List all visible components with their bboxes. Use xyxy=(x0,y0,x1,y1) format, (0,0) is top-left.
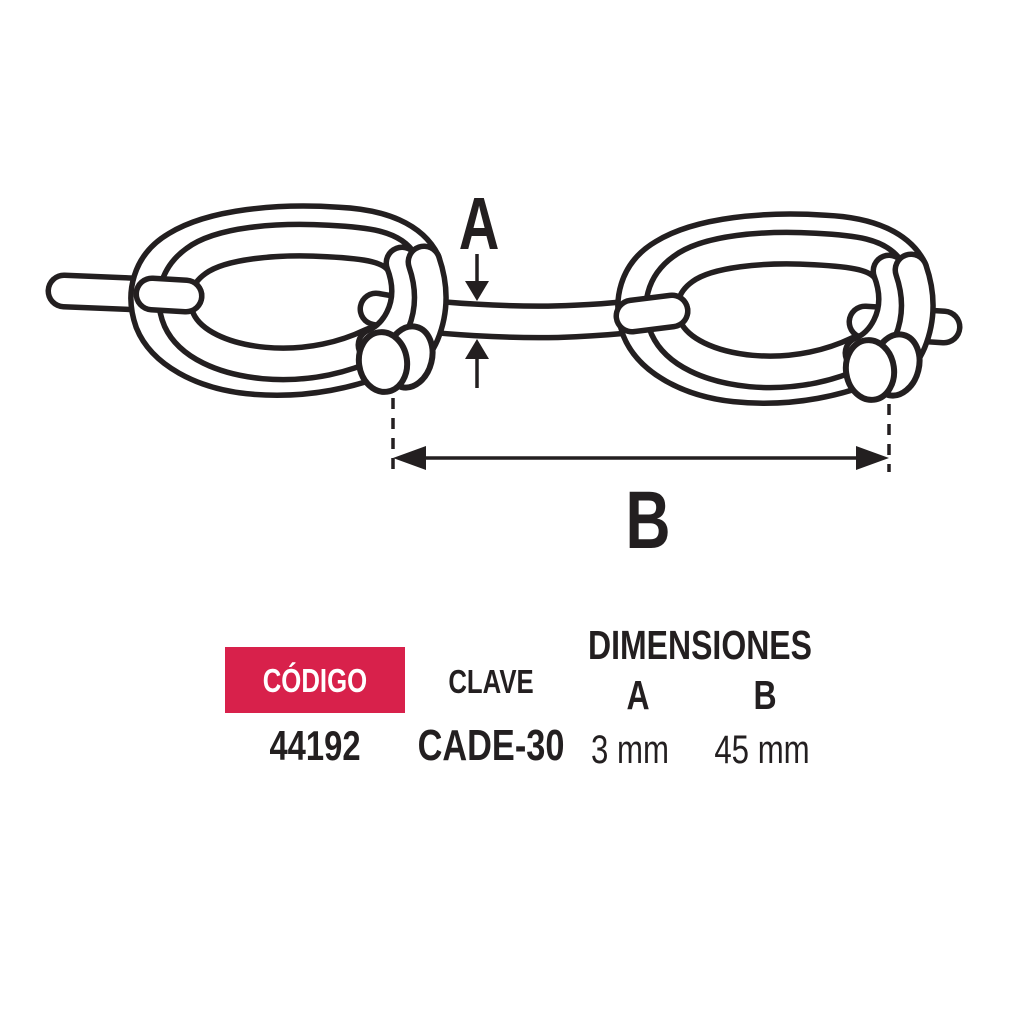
chain-illustration xyxy=(64,222,944,403)
dimension-b-column-header: B xyxy=(753,671,777,718)
dim-a-arrowhead-up xyxy=(465,339,489,359)
codigo-header-label: CÓDIGO xyxy=(262,661,368,699)
dim-a-label: A xyxy=(459,183,500,265)
right-link-hook-and-knot xyxy=(842,270,926,403)
codigo-header-box: CÓDIGO xyxy=(225,647,405,713)
dim-b-arrowhead-right xyxy=(856,446,889,470)
middle-wire-end-cap xyxy=(632,311,672,316)
dim-b-label: B xyxy=(625,475,670,566)
dimension-b-annotation: B xyxy=(391,398,891,566)
dim-a-arrowhead-down xyxy=(465,281,489,301)
dimension-b-value: 45 mm xyxy=(714,728,810,772)
left-wire-end-cap xyxy=(152,294,186,296)
codigo-value: 44192 xyxy=(269,722,361,769)
dimensiones-header: DIMENSIONES xyxy=(588,621,812,668)
left-link-hook-and-knot xyxy=(355,262,439,395)
clave-value: CADE-30 xyxy=(417,721,565,770)
dimension-a-value: 3 mm xyxy=(591,728,669,772)
dimension-a-column-header: A xyxy=(626,671,650,718)
dim-b-arrowhead-left xyxy=(393,446,426,470)
dimension-a-annotation: A xyxy=(459,183,500,388)
clave-header: CLAVE xyxy=(448,662,534,700)
